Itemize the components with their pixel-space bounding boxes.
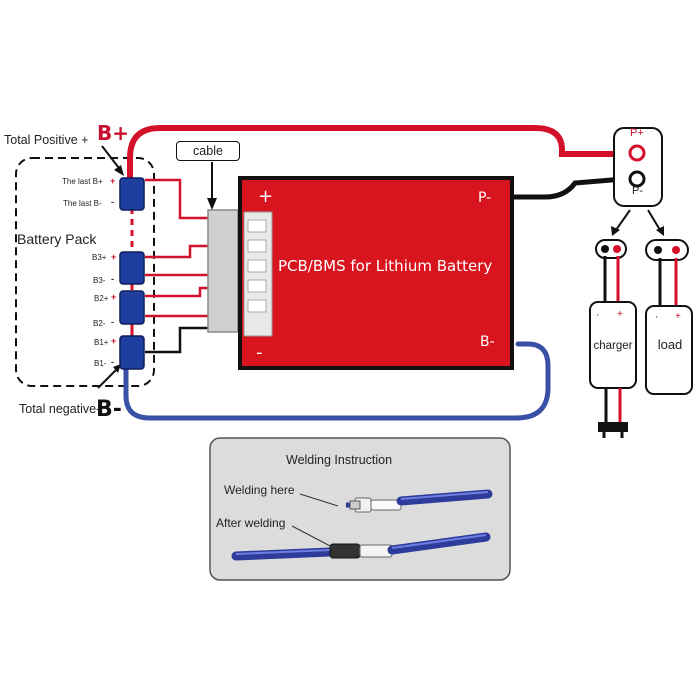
charger-label: charger bbox=[593, 340, 633, 352]
cell-label: B3- bbox=[93, 276, 106, 285]
welding-title: Welding Instruction bbox=[286, 453, 393, 467]
cell-mark: + bbox=[111, 292, 117, 302]
cell-label: B1- bbox=[94, 359, 107, 368]
charger-minus-mark: ' bbox=[597, 313, 599, 322]
cable-connector bbox=[207, 209, 239, 333]
pcb-plus-label: + bbox=[258, 186, 274, 207]
cell-mark: - bbox=[111, 357, 114, 367]
cell-label: The last B- bbox=[63, 199, 102, 208]
load-label: load bbox=[657, 337, 683, 352]
balance-wire-b2plus bbox=[145, 286, 210, 298]
cell-label: B2+ bbox=[94, 294, 109, 303]
cell-mark: + bbox=[111, 336, 117, 346]
b-plus-label: B+ bbox=[97, 121, 130, 145]
cell-last bbox=[119, 177, 145, 211]
charger-box bbox=[589, 301, 637, 389]
cell-mark: - bbox=[111, 317, 114, 327]
total-negative-label: Total negative- bbox=[19, 402, 101, 416]
cell-label: B2- bbox=[93, 319, 106, 328]
cell-label: B1+ bbox=[94, 338, 109, 347]
pcb-minus-label: - bbox=[256, 342, 263, 363]
b-minus-label: B- bbox=[96, 397, 122, 422]
total-positive-label: Total Positive + bbox=[4, 133, 89, 147]
charger-plus-mark: + bbox=[617, 309, 623, 320]
cell-b2 bbox=[119, 290, 145, 325]
load-box bbox=[645, 305, 693, 395]
b-plus-wire bbox=[127, 125, 639, 183]
pcb-title: PCB/BMS for Lithium Battery bbox=[278, 257, 493, 275]
pcb-b-minus-label: B- bbox=[480, 334, 495, 350]
cell-mark: - bbox=[111, 197, 114, 207]
terminal-p-minus-label: P- bbox=[632, 185, 643, 197]
cell-label: B3+ bbox=[92, 253, 107, 262]
pcb-board bbox=[238, 176, 514, 370]
battery-pack-label: Battery Pack bbox=[17, 231, 97, 247]
load-plug bbox=[645, 239, 689, 261]
cell-mark: + bbox=[110, 176, 116, 186]
balance-wire-last-bplus bbox=[145, 178, 210, 220]
after-welding-label: After welding bbox=[216, 516, 286, 530]
p-minus-wire bbox=[507, 175, 639, 200]
charger-plug bbox=[595, 239, 627, 259]
balance-wire-b1minus bbox=[145, 326, 210, 354]
terminal-p-minus bbox=[628, 170, 646, 188]
terminal-p-plus-label: P+ bbox=[630, 127, 644, 139]
cell-mark: - bbox=[111, 274, 114, 284]
welding-here-label: Welding here bbox=[224, 483, 295, 497]
b-minus-return-wire bbox=[123, 341, 551, 421]
pcb-p-minus-label: P- bbox=[478, 190, 492, 206]
cell-b3 bbox=[119, 251, 145, 285]
load-minus-mark: ' bbox=[656, 315, 658, 324]
load-plus-mark: + bbox=[675, 311, 681, 322]
terminal-block bbox=[613, 127, 663, 207]
balance-wire-b3plus bbox=[145, 244, 210, 259]
cell-mark: + bbox=[111, 252, 117, 262]
charger-plug-bottom bbox=[598, 422, 628, 432]
cable-label: cable bbox=[176, 141, 240, 161]
terminal-p-plus bbox=[628, 144, 646, 162]
pcb-socket bbox=[243, 211, 273, 337]
cell-label: The last B+ bbox=[62, 177, 103, 186]
cell-b1 bbox=[119, 335, 145, 370]
battery-pack-outline bbox=[15, 157, 155, 387]
